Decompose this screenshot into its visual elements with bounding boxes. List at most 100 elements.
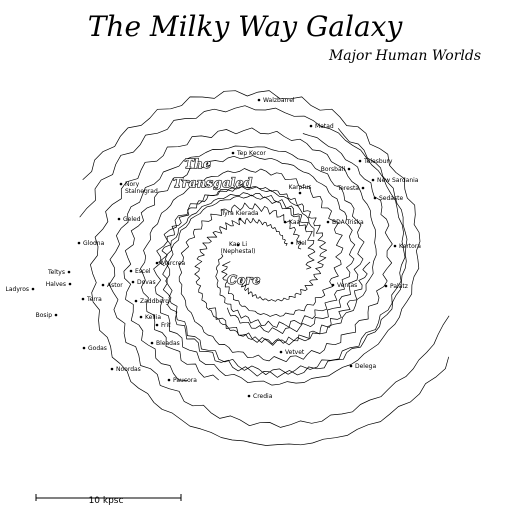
world-label: Zaddberg: [140, 298, 169, 305]
region-transgaled-line1: The: [185, 157, 212, 171]
spiral-arm-outline: [194, 217, 371, 345]
world-ladyros: Ladyros: [5, 286, 35, 293]
world-bleadas: Bleadas: [150, 340, 180, 347]
world-dot: [129, 269, 133, 273]
world-dot: [31, 287, 35, 291]
world-astor: Astor: [101, 282, 123, 289]
world-glodna: Glodna: [77, 240, 105, 247]
world-dovas: Dovas: [131, 279, 156, 286]
world-kaa: Kaa: [283, 219, 301, 226]
world-label: Bleadas: [156, 340, 180, 347]
world-walzbarrel: Walzbarrel: [257, 97, 295, 104]
world-dot: [358, 159, 362, 163]
world-kao-li-nephestal-: Kao Li(Nephestal): [221, 241, 256, 255]
region-labels: The Transgaled Core: [173, 156, 261, 287]
world-label: New Sardania: [377, 177, 419, 184]
world-dot: [139, 315, 143, 319]
world-dot: [279, 350, 283, 354]
world-frit: Frit: [155, 322, 171, 329]
world-halves: Halves: [46, 281, 72, 288]
world-dot: [247, 394, 251, 398]
region-transgaled-line2: Transgaled: [173, 176, 252, 190]
world-label: Kao Li: [229, 241, 247, 248]
world-dot: [393, 244, 397, 248]
world-dot: [155, 323, 159, 327]
world-label: Sedaste: [379, 195, 403, 202]
world-dot: [54, 313, 58, 317]
world-teresta: Teresta: [336, 185, 365, 192]
world-dot: [290, 241, 294, 245]
spiral-arm-outline: [140, 168, 344, 381]
world-metad: Metad: [309, 123, 334, 130]
spiral-arm-outline: [90, 127, 450, 446]
world-label: BDA Triska: [332, 219, 364, 226]
spiral-arm-outline: [82, 90, 421, 386]
world-dot: [134, 299, 138, 303]
world-sedaste: Sedaste: [373, 195, 403, 202]
world-dot: [81, 297, 85, 301]
scale-bar: 10 kpsc: [35, 494, 182, 506]
world-palatz: Palatz: [384, 283, 408, 290]
world-tyra-kierada: Tyra Kierada: [220, 210, 259, 221]
world-label: Bosip: [36, 312, 53, 319]
world-label: Kellia: [145, 314, 161, 321]
world-geled: Geled: [117, 216, 141, 223]
world-dot: [384, 284, 388, 288]
world-dot: [298, 191, 302, 195]
world-label: Tep Kecor: [236, 150, 266, 157]
world-dot: [283, 220, 287, 224]
world-escel: Escel: [129, 268, 151, 275]
world-label: (Nephestal): [221, 248, 256, 255]
world-dot: [82, 346, 86, 350]
world-label: Paucora: [173, 377, 197, 384]
world-dot: [236, 243, 240, 247]
world-tep-kecor: Tep Kecor: [231, 150, 266, 157]
world-dot: [371, 178, 375, 182]
world-label: Terra: [86, 296, 102, 303]
world-label: Ladyros: [5, 286, 29, 293]
world-label: Walzbarrel: [263, 97, 295, 104]
world-label: Delega: [355, 363, 376, 370]
world-label: Telesbury: [363, 158, 393, 165]
world-label: Vetvet: [285, 349, 305, 356]
world-label: Teresta: [336, 185, 359, 192]
world-label: Teltys: [47, 269, 65, 276]
spiral-arm-outline: [178, 133, 393, 363]
world-dot: [167, 378, 171, 382]
world-label: Borsball: [321, 166, 346, 173]
world-dot: [349, 364, 353, 368]
world-label: Karpfus: [289, 184, 312, 191]
world-zaddberg: Zaddberg: [134, 298, 169, 305]
world-dot: [77, 241, 81, 245]
world-dot: [361, 186, 365, 190]
world-label: Stalnegrad: [125, 188, 158, 195]
world-label: Metad: [315, 123, 334, 130]
world-mel: Mel: [290, 240, 307, 247]
world-telesbury: Telesbury: [358, 158, 393, 165]
world-label: Kertora: [399, 243, 421, 250]
world-label: Frit: [161, 322, 171, 329]
world-dot: [131, 280, 135, 284]
world-kertora: Kertora: [393, 243, 421, 250]
scale-bar-label: 10 kpsc: [89, 496, 124, 506]
map-subtitle: Major Human Worlds: [328, 48, 481, 64]
world-new-sardania: New Sardania: [371, 177, 419, 184]
world-dot: [110, 367, 114, 371]
world-label: Mel: [296, 240, 307, 247]
world-label: Astor: [107, 282, 123, 289]
world-borsball: Borsball: [321, 166, 351, 173]
spiral-arm-outline: [79, 105, 406, 376]
world-delega: Delega: [349, 363, 376, 370]
world-label: Nory: [125, 181, 140, 188]
map-title: The Milky Way Galaxy: [88, 10, 404, 43]
world-vetvet: Vetvet: [279, 349, 305, 356]
world-marcrea: Marcrea: [155, 260, 186, 267]
world-dot: [119, 182, 123, 186]
world-dot: [155, 261, 159, 265]
world-noordas: Noordas: [110, 366, 141, 373]
world-ventas: Ventas: [331, 282, 357, 289]
world-terra: Terra: [81, 296, 102, 303]
world-bda-triska: BDA Triska: [326, 219, 364, 226]
